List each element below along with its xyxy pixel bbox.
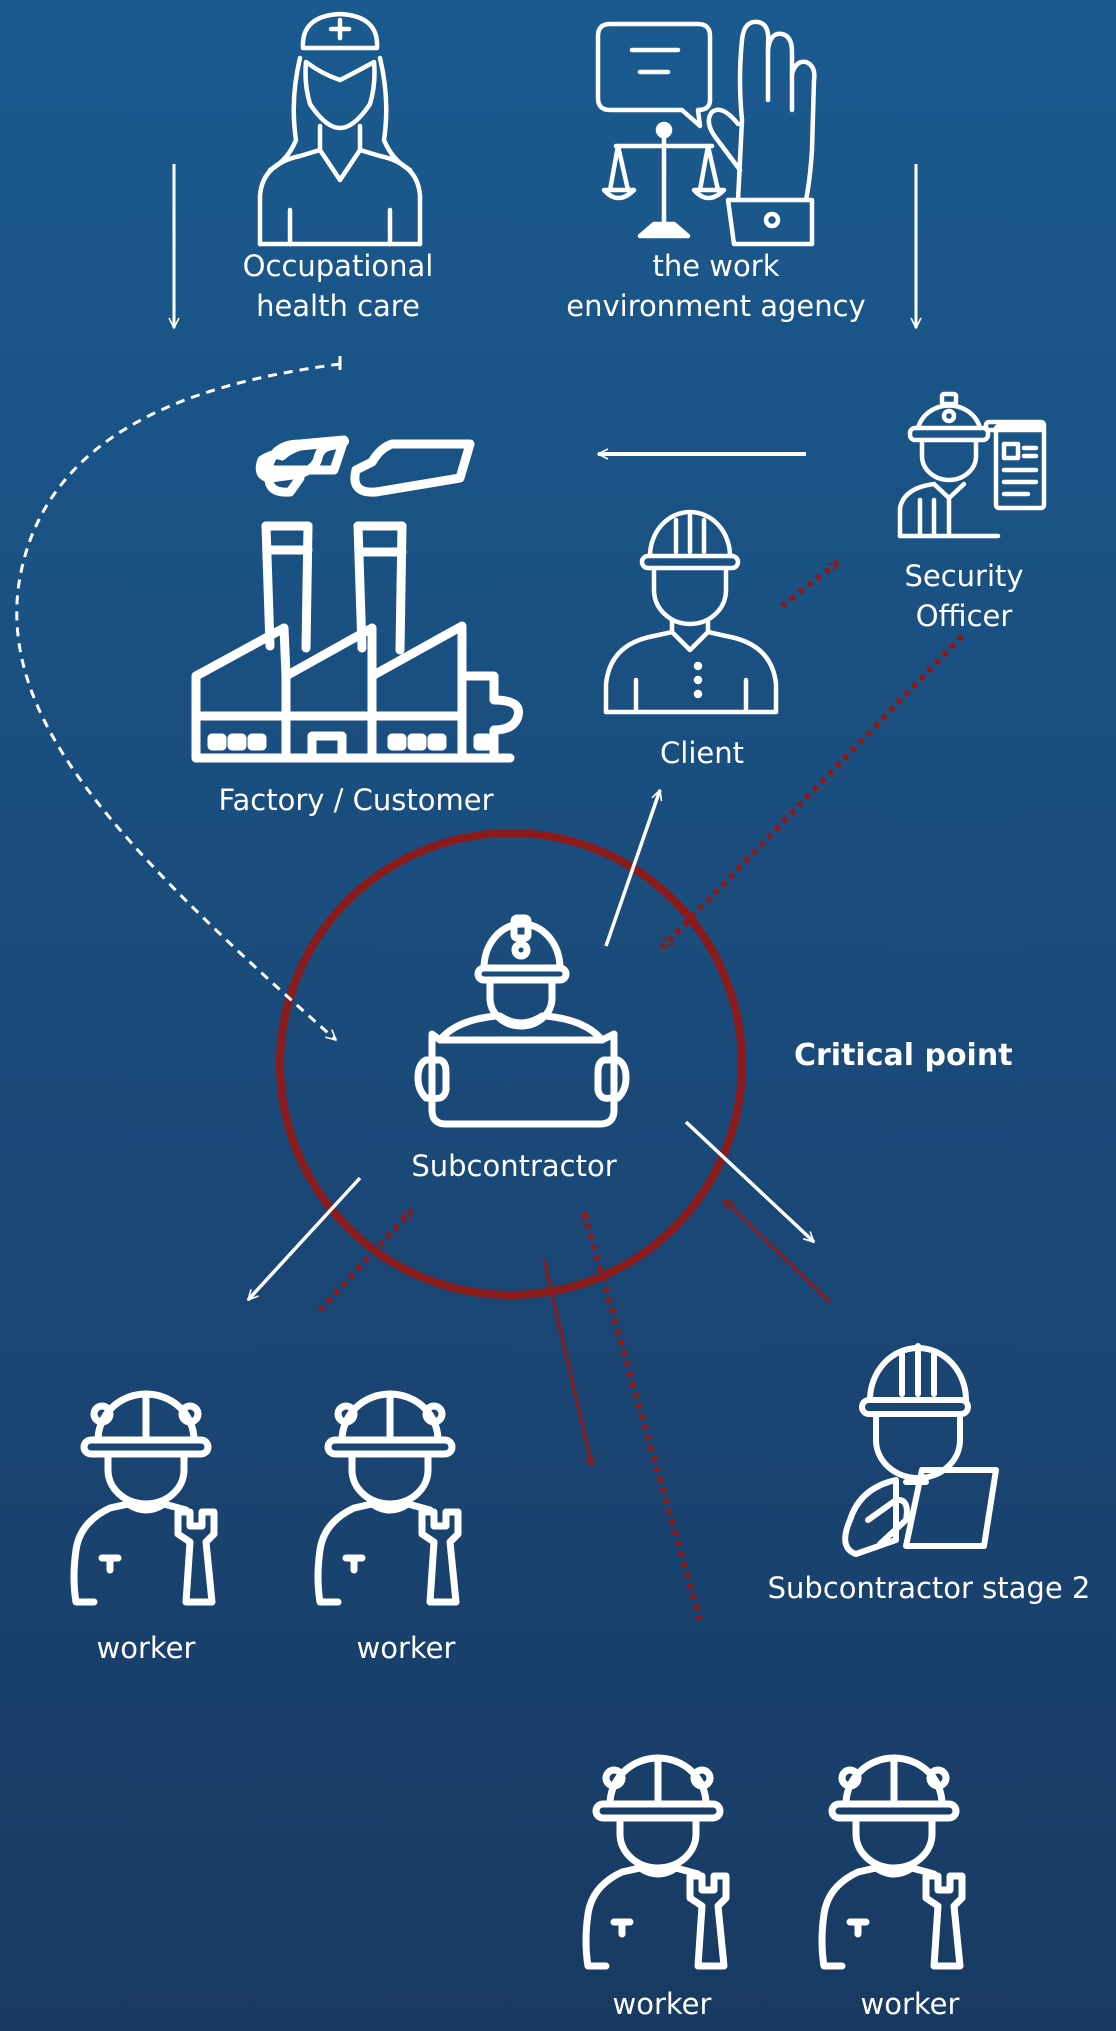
worker-wrench-icon bbox=[586, 1758, 726, 1966]
worker-wrench-icon bbox=[822, 1758, 962, 1966]
subcontractor-label: Subcontractor bbox=[411, 1149, 617, 1183]
inspector-clipboard-icon bbox=[897, 391, 1047, 539]
nurse-icon bbox=[257, 11, 423, 247]
subcontractor-stage2-label: Subcontractor stage 2 bbox=[767, 1571, 1091, 1605]
worker-wrench-icon bbox=[74, 1394, 214, 1602]
red-dotted-bottom-to-subcontractor bbox=[581, 1212, 703, 1621]
work-environment-agency-label: the work environment agency bbox=[566, 249, 866, 323]
worker-with-plan-icon bbox=[414, 914, 630, 1128]
factory-icon bbox=[191, 435, 523, 763]
occupational-health-label: Occupational health care bbox=[242, 249, 434, 323]
factory-label: Factory / Customer bbox=[218, 783, 494, 817]
critical-point-label: Critical point bbox=[794, 1038, 1013, 1073]
worker-wrench-icon bbox=[318, 1394, 458, 1602]
worker-label: worker bbox=[860, 1987, 960, 2021]
red-arrow-stage2-to-subcontractor bbox=[724, 1200, 832, 1304]
worker-label: worker bbox=[96, 1631, 196, 1665]
worker-label: worker bbox=[612, 1987, 712, 2021]
red-dotted-officer-to-subcontractor bbox=[659, 633, 965, 951]
arrow-subcontractor-to-workers bbox=[246, 1176, 362, 1300]
arrow-healthcare-to-subcontractor bbox=[15, 362, 341, 1040]
client-label: Client bbox=[660, 736, 744, 770]
critical-point-circle bbox=[276, 829, 746, 1299]
security-officer-label: Security Officer bbox=[904, 559, 1024, 633]
red-dotted-client-to-officer bbox=[780, 559, 840, 609]
arrow-subcontractor-to-stage2 bbox=[684, 1120, 814, 1244]
red-arrow-subcontractor-down bbox=[542, 1259, 592, 1466]
arrow-subcontractor-to-client bbox=[604, 790, 660, 947]
justice-scale-hand-icon bbox=[595, 19, 817, 247]
red-dotted-workers-to-subcontractor bbox=[317, 1207, 415, 1313]
worker-label: worker bbox=[356, 1631, 456, 1665]
worker-with-tablet-icon bbox=[842, 1343, 999, 1557]
client-hardhat-icon bbox=[603, 509, 779, 715]
